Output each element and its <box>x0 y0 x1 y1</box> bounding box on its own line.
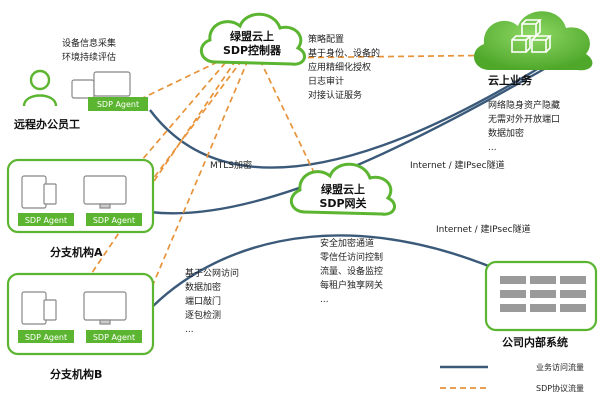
remote-agent-badge: SDP Agent <box>88 97 148 111</box>
gateway-title-line1: 绿盟云上 <box>321 182 365 196</box>
server-rack-icon <box>500 276 586 312</box>
branch-b-note: 基于公网访问 <box>185 267 239 279</box>
branch-a-title: 分支机构A <box>50 245 103 259</box>
legend: 业务访问流量 SDP协议流量 <box>440 362 584 393</box>
legend-protocol-label: SDP协议流量 <box>536 383 584 393</box>
agent-label: SDP Agent <box>93 333 135 342</box>
controller-note: 应用精细化授权 <box>308 61 371 73</box>
remote-worker-notes: 设备信息采集 环境持续评估 <box>62 37 116 63</box>
legend-business-label: 业务访问流量 <box>536 362 584 372</box>
branch-a-agent-badge <box>18 213 74 226</box>
gateway-note: ... <box>320 295 329 305</box>
controller-title-line1: 绿盟云上 <box>230 29 274 43</box>
monitor-icon <box>21 291 127 325</box>
gateway-note: 安全加密通道 <box>320 237 374 249</box>
branch-b-note: 端口敲门 <box>185 295 221 307</box>
branch-b-title: 分支机构B <box>50 367 102 381</box>
controller-note: 策略配置 <box>308 33 344 45</box>
controller-note: 基于身份、设备的 <box>308 47 380 59</box>
cloud-business-note: 网络隐身资产隐藏 <box>488 99 560 111</box>
gateway-note: 零信任访问控制 <box>320 251 383 263</box>
controller-title-line2: SDP控制器 <box>223 43 282 57</box>
sdp-gateway-cloud: 绿盟云上 SDP网关 <box>289 162 397 216</box>
monitor-icon <box>21 175 127 209</box>
person-icon <box>22 69 58 107</box>
internet-label-bottom: Internet / 建IPsec隧道 <box>436 223 531 235</box>
branch-a-agent-badge <box>86 213 142 226</box>
cloud-business-note: 无需对外开放端口 <box>488 113 560 125</box>
branch-b-note: 逐包检测 <box>185 309 221 321</box>
branch-b-box: SDP Agent SDP Agent <box>6 272 155 356</box>
branch-b-note: 数据加密 <box>185 281 221 293</box>
internal-system-box <box>484 260 598 332</box>
controller-note: 对接认证服务 <box>308 89 362 101</box>
gateway-note: 流量、设备监控 <box>320 265 383 277</box>
agent-label: SDP Agent <box>25 216 67 225</box>
branch-b-notes: 基于公网访问 数据加密 端口敲门 逐包检测 ... <box>185 267 239 335</box>
gateway-note: 每租户独享网关 <box>320 279 383 291</box>
remote-worker-note: 设备信息采集 <box>62 37 116 49</box>
controller-note: 日志审计 <box>308 75 344 87</box>
remote-worker-note: 环境持续评估 <box>62 51 116 63</box>
mtls-label: MTLS加密 <box>210 159 252 171</box>
gateway-notes: 安全加密通道 零信任访问控制 流量、设备监控 每租户独享网关 ... <box>320 237 383 305</box>
flow-line-branch-b-to-internal <box>139 234 511 321</box>
remote-worker-title: 远程办公员工 <box>14 117 80 131</box>
branch-b-note: ... <box>185 325 194 335</box>
branch-a-box: SDP Agent SDP Agent <box>6 158 155 234</box>
agent-label: SDP Agent <box>93 216 135 225</box>
cube-icon <box>511 19 552 53</box>
branch-b-agent-badge <box>18 330 74 343</box>
cloud-business-note: 数据加密 <box>488 127 524 139</box>
flow-line-remote-to-cloud <box>149 53 561 169</box>
internal-system-title: 公司内部系统 <box>502 335 568 349</box>
agent-label: SDP Agent <box>97 100 139 109</box>
cloud-business-notes: 网络隐身资产隐藏 无需对外开放端口 数据加密 ... <box>488 99 560 153</box>
cloud-business-cloud <box>473 11 593 71</box>
controller-notes: 策略配置 基于身份、设备的 应用精细化授权 日志审计 对接认证服务 <box>308 33 380 101</box>
internet-label-top: Internet / 建IPsec隧道 <box>410 159 505 171</box>
cloud-business-title: 云上业务 <box>488 73 533 87</box>
sdp-controller-cloud: 绿盟云上 SDP控制器 <box>199 12 307 66</box>
gateway-title-line2: SDP网关 <box>319 196 366 210</box>
agent-label: SDP Agent <box>25 333 67 342</box>
cloud-business-note: ... <box>488 143 497 153</box>
branch-b-agent-badge <box>86 330 142 343</box>
